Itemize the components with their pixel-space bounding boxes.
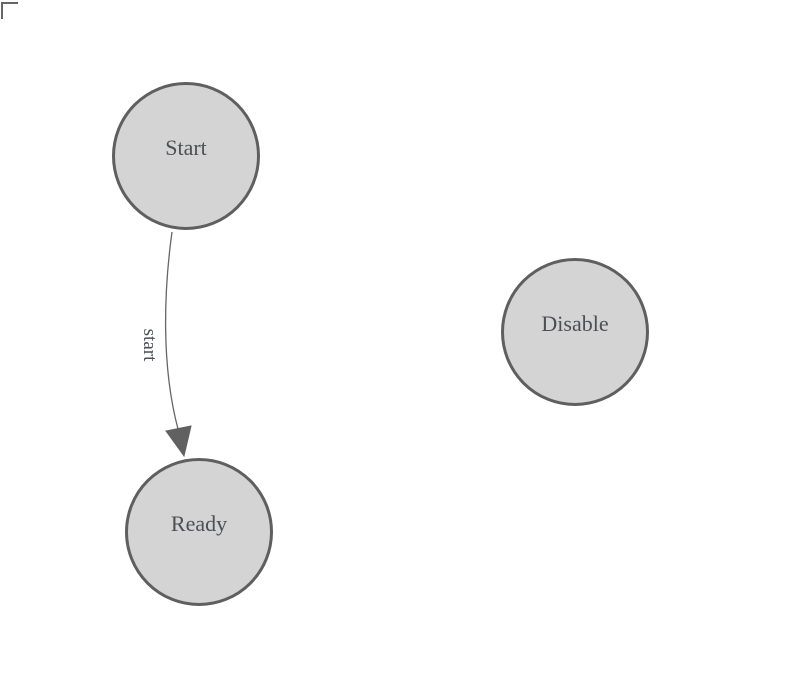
state-node-start[interactable]: Start xyxy=(112,82,260,230)
transition-edge-start-to-ready[interactable] xyxy=(164,231,192,458)
state-node-disable[interactable]: Disable xyxy=(501,258,649,406)
node-label-ready: Ready xyxy=(170,511,228,536)
edge-label-start-transition: start xyxy=(139,328,160,362)
node-label-start: Start xyxy=(165,135,207,160)
canvas-origin-corner-mark xyxy=(1,2,18,19)
edge-path[interactable] xyxy=(164,231,179,430)
node-label-disable: Disable xyxy=(541,311,609,336)
state-node-ready[interactable]: Ready xyxy=(125,458,273,606)
arrowhead-icon xyxy=(165,425,192,458)
